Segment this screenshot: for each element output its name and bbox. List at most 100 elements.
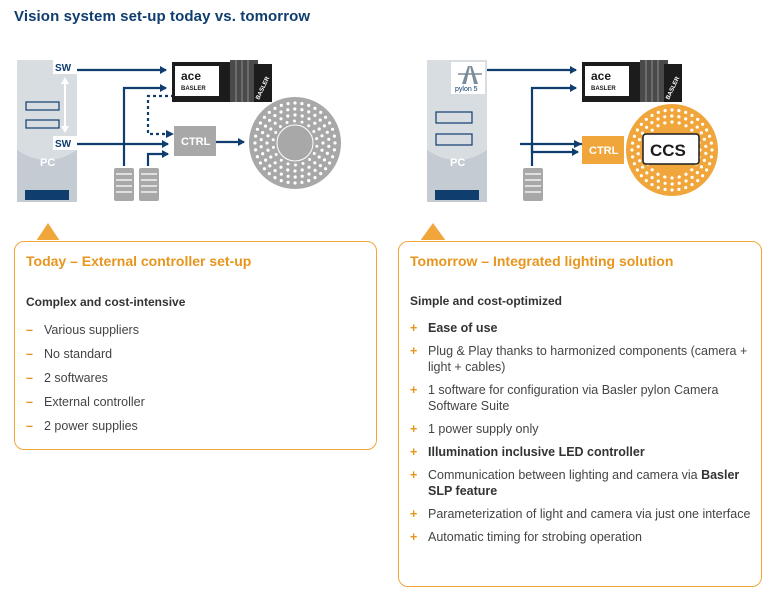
led-dot (670, 120, 674, 124)
led-dot (273, 176, 277, 180)
led-dot (300, 174, 304, 178)
led-dot (639, 174, 644, 178)
led-dot (269, 127, 273, 131)
tomorrow-title: Tomorrow – Integrated lighting solution (410, 253, 674, 269)
list-item-text: 1 power supply only (428, 422, 539, 436)
led-dot (293, 119, 296, 123)
led-dot (663, 109, 667, 113)
led-dot (656, 179, 660, 183)
led-dot (696, 179, 700, 183)
pylon-label: pylon 5 (455, 86, 478, 93)
led-dot (279, 172, 283, 176)
led-dot (279, 179, 283, 183)
today-diagram: PC SW SW (17, 60, 341, 202)
plus-marker: + (410, 321, 418, 335)
today-pointer (36, 223, 60, 240)
led-dot (322, 158, 327, 162)
led-dot (702, 137, 706, 141)
sw-label-bottom: SW (55, 139, 72, 150)
led-dot (663, 175, 667, 179)
led-dot (259, 138, 263, 142)
external-controller: CTRL (174, 126, 216, 156)
led-dot (650, 113, 654, 117)
led-dot (320, 134, 324, 138)
led-dot (267, 172, 271, 176)
led-dot (313, 161, 317, 165)
list-item-text: Parameterization of light and camera via… (428, 507, 751, 521)
tomorrow-pointer (420, 223, 446, 240)
led-dot (684, 117, 688, 121)
led-dot (333, 141, 337, 145)
led-dot (650, 176, 654, 180)
led-dot (301, 162, 305, 165)
today-subtitle: Complex and cost-intensive (26, 295, 186, 309)
led-dot (636, 145, 640, 149)
led-dot (253, 141, 257, 145)
led-dot (670, 182, 674, 186)
led-dot (307, 110, 311, 114)
led-dot (331, 127, 335, 131)
led-dot (670, 114, 674, 118)
led-dot (300, 114, 304, 118)
led-dot (695, 125, 699, 129)
led-dot (254, 134, 258, 138)
led-dot (293, 169, 297, 173)
led-dot (704, 151, 708, 155)
led-dot (268, 118, 272, 122)
list-item: –Various suppliers (26, 322, 366, 338)
led-dot (313, 113, 317, 117)
led-dot (677, 181, 681, 185)
list-item-text: Plug & Play thanks to harmonized compone… (428, 344, 748, 374)
led-dot (266, 134, 270, 138)
list-item: +1 software for configuration via Basler… (410, 382, 752, 414)
led-dot (273, 169, 277, 173)
list-item: +Ease of use (410, 320, 752, 336)
led-dot (259, 145, 263, 149)
led-dot (263, 124, 268, 128)
list-item: +Parameterization of light and camera vi… (410, 506, 752, 522)
led-dot (677, 109, 681, 113)
pylon-logo: pylon 5 (451, 62, 485, 94)
led-dot (632, 162, 637, 166)
tomorrow-diagram: PC pylon 5 (427, 60, 718, 202)
dash-marker: – (26, 323, 33, 337)
led-dot (293, 181, 297, 185)
led-dot (313, 176, 317, 180)
led-dot (307, 179, 311, 183)
list-item-text: Automatic timing for strobing operation (428, 530, 642, 544)
led-dot (300, 102, 304, 106)
list-item-text: 1 software for configuration via Basler … (428, 383, 719, 413)
led-dot (650, 121, 654, 125)
led-dot (695, 171, 700, 175)
led-dot (641, 165, 645, 169)
led-dot (631, 155, 635, 159)
camera-maker-label: BASLER (181, 86, 206, 92)
led-dot (705, 168, 709, 172)
led-dot (307, 117, 311, 121)
led-dot (645, 171, 649, 175)
integrated-controller: CTRL (582, 136, 624, 164)
led-dot (684, 110, 688, 114)
led-dot (313, 168, 317, 172)
led-dot (690, 183, 694, 187)
led-dot (635, 128, 640, 132)
led-dot (704, 144, 708, 148)
led-dot (300, 168, 304, 172)
led-dot (328, 161, 332, 165)
list-item: +Communication between lighting and came… (410, 467, 752, 499)
ctrl-label: CTRL (589, 145, 619, 157)
dash-marker: – (26, 371, 33, 385)
led-dot (677, 175, 681, 179)
led-dot (696, 117, 700, 121)
list-item-text: 2 softwares (44, 371, 108, 385)
led-dot (313, 121, 317, 125)
led-dot (307, 124, 311, 128)
led-dot (286, 114, 290, 118)
led-dot (313, 106, 317, 110)
led-dot (312, 130, 316, 133)
list-item-text: Various suppliers (44, 323, 139, 337)
camera-maker-label: BASLER (591, 86, 616, 92)
led-dot (307, 103, 311, 107)
led-dot (266, 148, 270, 152)
led-dot (635, 168, 640, 172)
